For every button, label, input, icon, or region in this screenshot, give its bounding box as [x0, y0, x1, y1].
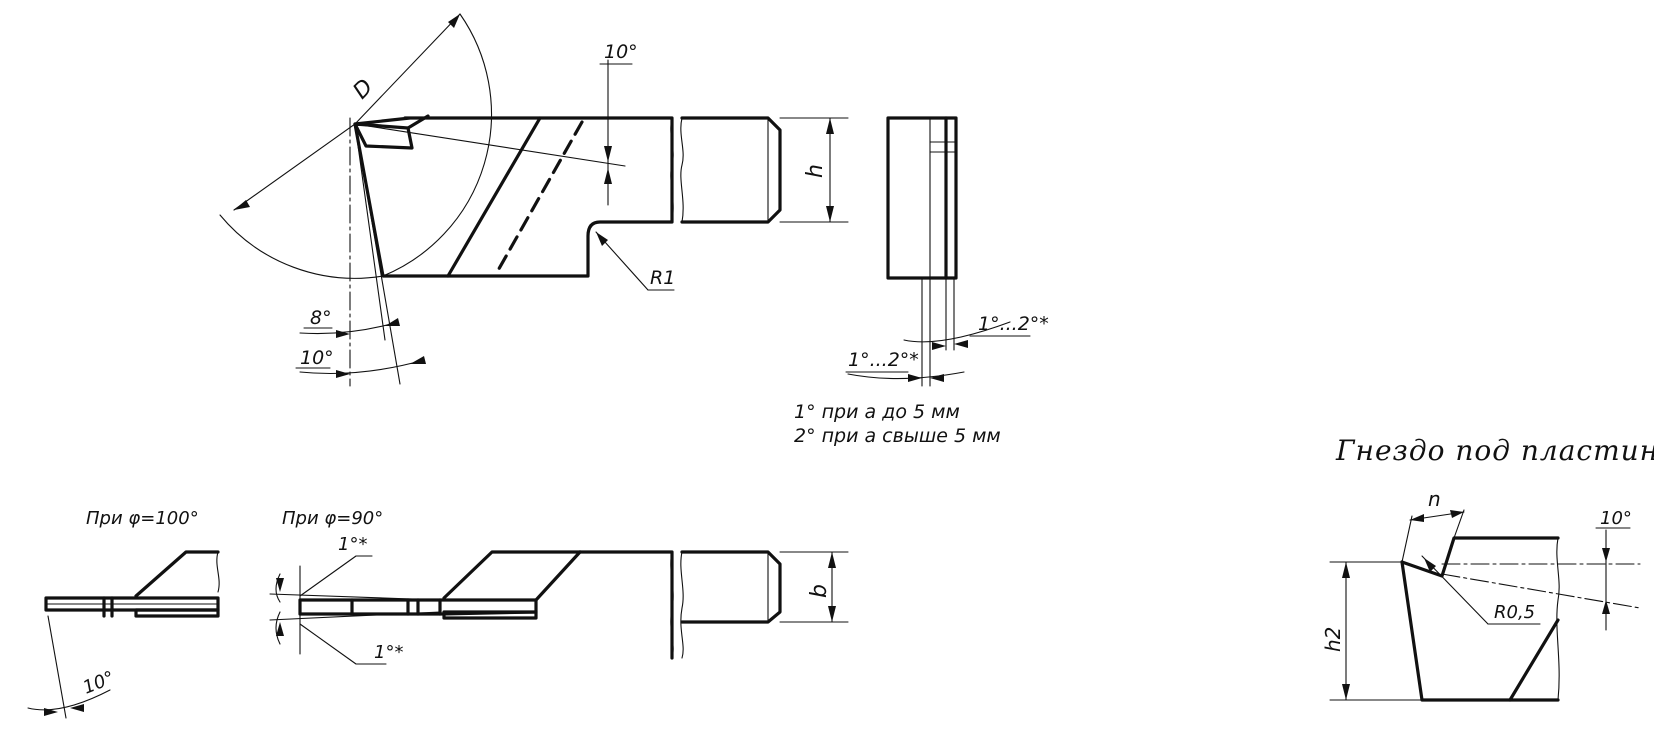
- angle-10-bottom-label: 10°: [80, 667, 117, 698]
- diameter-label: D: [349, 75, 379, 105]
- angle-10-left-label: 10°: [300, 347, 334, 369]
- insert-seat-line: [446, 116, 542, 278]
- break-line-2: [680, 117, 684, 223]
- seat-title: Гнездо под пластину: [1335, 434, 1654, 467]
- insert-hidden-line: [494, 120, 584, 276]
- diameter-arc: [382, 13, 493, 277]
- tol-left-label: 1°...2°*: [848, 349, 919, 371]
- angle-8-label: 8°: [310, 307, 332, 329]
- angle-top-label: 10°: [604, 41, 638, 63]
- tool-body-outline: [353, 116, 674, 278]
- diameter-line-down: [233, 123, 356, 211]
- tol-right-label: 1°...2°*: [978, 313, 1049, 335]
- diameter-line-up: [354, 13, 461, 125]
- phi90-label: При φ=90°: [282, 508, 383, 529]
- phi100-label: При φ=100°: [86, 508, 199, 529]
- radius-label: R1: [650, 267, 675, 289]
- seat-h2-label: h2: [1321, 627, 1345, 652]
- main-tool-view: h 10° D 8° 10°: [219, 13, 849, 387]
- insert-seat-view: Гнездо под пластину n h2 R0,5 10°: [1321, 434, 1654, 702]
- width-label: b: [807, 584, 832, 598]
- phi-90-view: При φ=90° b 1°* 1°*: [269, 508, 849, 665]
- seat-radius-label: R0,5: [1494, 602, 1535, 623]
- seat-n-label: n: [1428, 487, 1441, 511]
- seat-angle-label: 10°: [1600, 508, 1632, 529]
- shank-end: [680, 116, 782, 224]
- star-bottom-label: 1°*: [374, 642, 403, 663]
- height-label: h: [803, 164, 828, 178]
- note-line-1: 1° при a до 5 мм: [794, 401, 960, 423]
- star-top-label: 1°*: [338, 534, 367, 555]
- phi-100-view: При φ=100° 10°: [27, 508, 220, 719]
- break-line-1: [670, 117, 674, 223]
- side-view: 1°...2°* 1°...2°* 1° при a до 5 мм 2° пр…: [794, 116, 1049, 447]
- note-line-2: 2° при a свыше 5 мм: [794, 425, 1001, 447]
- insert-plate: [353, 122, 414, 150]
